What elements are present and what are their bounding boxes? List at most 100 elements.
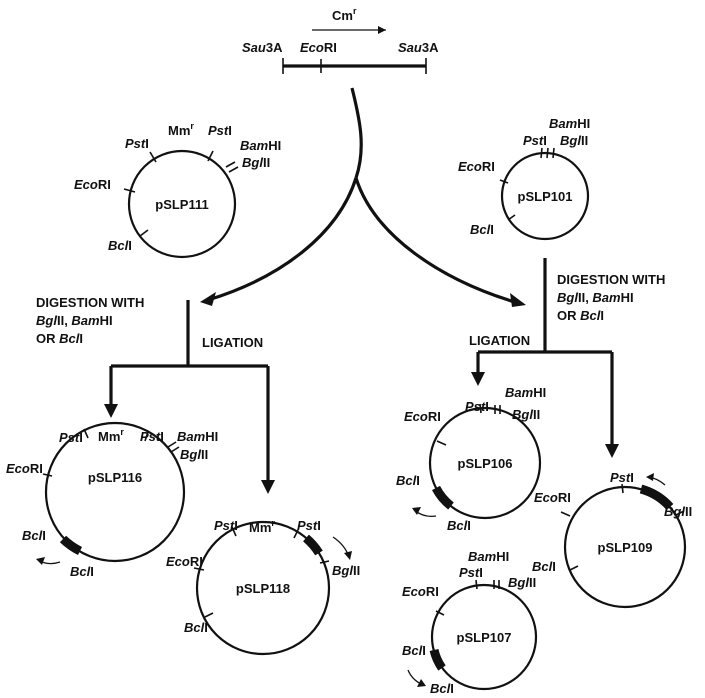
site-tick bbox=[204, 612, 214, 618]
left-arrowhead-1 bbox=[104, 404, 118, 418]
plasmid-ring bbox=[195, 520, 331, 656]
site-label-bamhi: BamHI bbox=[549, 116, 590, 131]
plasmid-marker: Mmr bbox=[98, 427, 124, 444]
plasmid-marker: Mmr bbox=[249, 518, 275, 535]
site-label-bcli: BclI bbox=[532, 559, 556, 574]
site-label-ecori: EcoRI bbox=[166, 554, 203, 569]
plasmid-pslp106: pSLP106 BamHI PstI BglII EcoRI BclI BclI bbox=[396, 385, 546, 533]
plasmid-name: pSLP109 bbox=[598, 540, 653, 555]
site-tick bbox=[499, 179, 509, 184]
left-steps: DIGESTION WITH BglII, BamHI OR BclI LIGA… bbox=[36, 295, 263, 350]
orientation-arrowhead bbox=[36, 557, 45, 565]
fragment-arrowhead bbox=[378, 26, 386, 34]
left-ligation-label: LIGATION bbox=[202, 335, 263, 350]
fragment-site-sau3a-right: Sau3A bbox=[398, 40, 439, 55]
plasmid-marker: Mmr bbox=[168, 121, 194, 138]
site-label-psti: PstI bbox=[125, 136, 149, 151]
insert-block bbox=[429, 648, 446, 671]
site-label-bamhi: BamHI bbox=[505, 385, 546, 400]
insert-block bbox=[302, 534, 323, 556]
right-ligation-label: LIGATION bbox=[469, 333, 530, 348]
plasmid-ring bbox=[428, 406, 542, 520]
plasmid-name: pSLP107 bbox=[457, 630, 512, 645]
plasmid-ring bbox=[127, 149, 237, 259]
site-label-psti: PstI bbox=[214, 518, 238, 533]
site-tick bbox=[546, 147, 549, 159]
site-label-ecori: EcoRI bbox=[404, 409, 441, 424]
plasmid-ring bbox=[44, 421, 186, 563]
site-tick bbox=[621, 483, 624, 494]
site-label-bcli: BclI bbox=[402, 643, 426, 658]
site-label-ecori: EcoRI bbox=[458, 159, 495, 174]
plasmid-pslp101: pSLP101 BamHI PstI BglII EcoRI BclI bbox=[458, 116, 590, 241]
site-label-bamhi: BamHI bbox=[240, 138, 281, 153]
left-arrowhead-2 bbox=[261, 480, 275, 494]
site-tick bbox=[507, 214, 516, 221]
fragment-site-sau3a-left: Sau3A bbox=[242, 40, 283, 55]
site-label-psti: PstI bbox=[140, 429, 164, 444]
site-label-bglii: BglII bbox=[242, 155, 270, 170]
site-label-psti: PstI bbox=[459, 565, 483, 580]
site-tick bbox=[436, 440, 447, 446]
plasmid-pslp107: pSLP107 BamHI PstI BglII EcoRI BclI BclI bbox=[402, 549, 538, 696]
site-label-psti: PstI bbox=[208, 123, 232, 138]
site-label-ecori: EcoRI bbox=[74, 177, 111, 192]
site-label-bcli: BclI bbox=[22, 528, 46, 543]
plasmid-pslp116: pSLP116 Mmr PstI PstI BamHI BglII EcoRI … bbox=[6, 421, 218, 579]
flow-right-arrowhead bbox=[510, 293, 526, 307]
site-tick bbox=[144, 431, 149, 442]
plasmid-name: pSLP116 bbox=[88, 470, 142, 485]
site-tick bbox=[193, 567, 205, 571]
site-tick bbox=[540, 147, 543, 159]
site-tick bbox=[479, 403, 482, 414]
right-digestion-title: DIGESTION WITH bbox=[557, 272, 665, 287]
site-tick bbox=[149, 151, 157, 163]
insert-block bbox=[432, 485, 454, 510]
site-label-psti: PstI bbox=[523, 133, 547, 148]
site-tick bbox=[83, 428, 89, 439]
site-tick bbox=[675, 510, 685, 516]
site-label-psti: PstI bbox=[59, 430, 83, 445]
orientation-arrowhead bbox=[412, 507, 421, 515]
site-tick bbox=[319, 560, 330, 564]
right-digestion-or: OR BclI bbox=[557, 308, 604, 323]
insert-block bbox=[59, 535, 83, 556]
orientation-arrowhead bbox=[646, 473, 654, 481]
left-digestion-title: DIGESTION WITH bbox=[36, 295, 144, 310]
site-label-ecori: EcoRI bbox=[402, 584, 439, 599]
site-label-psti: PstI bbox=[610, 470, 634, 485]
site-label-bcli: BclI bbox=[447, 518, 471, 533]
right-steps: DIGESTION WITH BglII, BamHI OR BclI LIGA… bbox=[469, 272, 665, 348]
site-label-bglii: BglII bbox=[332, 563, 360, 578]
cm-fragment: Cmr Sau3A EcoRI Sau3A bbox=[242, 6, 439, 74]
plasmid-name: pSLP111 bbox=[155, 197, 208, 212]
plasmid-name: pSLP101 bbox=[518, 189, 573, 204]
plasmid-ring bbox=[563, 485, 687, 609]
site-tick bbox=[435, 610, 445, 616]
site-label-bcli: BclI bbox=[184, 620, 208, 635]
site-tick bbox=[225, 161, 236, 168]
site-label-bamhi: BamHI bbox=[468, 549, 509, 564]
plasmid-ring bbox=[430, 583, 538, 691]
orientation-arrowhead bbox=[417, 679, 426, 687]
site-tick bbox=[123, 188, 136, 193]
orientation-arrowhead bbox=[344, 551, 352, 560]
site-tick bbox=[207, 150, 214, 162]
site-tick bbox=[560, 511, 571, 517]
fragment-marker-label: Cmr bbox=[332, 6, 357, 23]
site-tick bbox=[475, 579, 478, 590]
site-label-ecori: EcoRI bbox=[534, 490, 571, 505]
plasmid-name: pSLP106 bbox=[458, 456, 513, 471]
site-tick bbox=[293, 529, 299, 539]
site-tick bbox=[228, 166, 239, 173]
site-label-bcli: BclI bbox=[470, 222, 494, 237]
left-digestion-or: OR BclI bbox=[36, 331, 83, 346]
site-label-bglii: BglII bbox=[180, 447, 208, 462]
site-tick bbox=[552, 147, 555, 159]
site-tick bbox=[231, 526, 237, 537]
plasmid-pslp111: pSLP111 Mmr PstI PstI BamHI BglII EcoRI … bbox=[74, 121, 281, 259]
site-label-bcli: BclI bbox=[70, 564, 94, 579]
flow-to-left bbox=[207, 177, 358, 302]
site-label-bamhi: BamHI bbox=[177, 429, 218, 444]
site-tick bbox=[139, 229, 149, 237]
